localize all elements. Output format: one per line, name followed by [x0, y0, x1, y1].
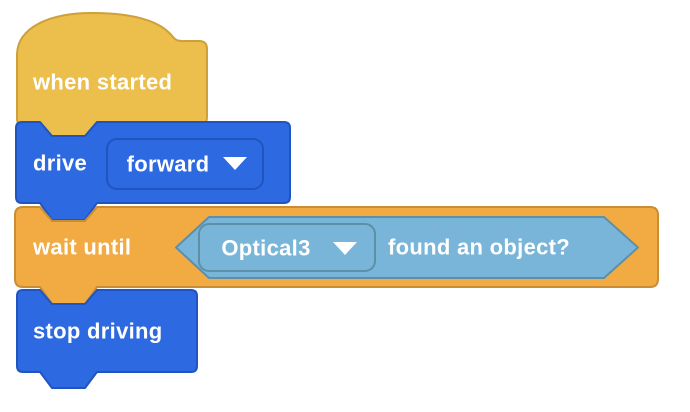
block-stop-driving[interactable]: stop driving: [16, 289, 198, 389]
when-started-label: when started: [32, 70, 172, 95]
sensor-dropdown-value: Optical3: [221, 236, 310, 261]
dropdown-arrow-icon[interactable]: [333, 242, 357, 255]
drive-direction-dropdown-field[interactable]: [106, 138, 264, 190]
sensor-dropdown[interactable]: Optical3: [198, 223, 376, 272]
block-when-started[interactable]: when started: [16, 12, 208, 142]
condition-found-an-object[interactable]: Optical3 found an object?: [175, 216, 639, 279]
dropdown-arrow-icon[interactable]: [223, 157, 247, 170]
stop-driving-label: stop driving: [33, 319, 163, 344]
wait-until-label: wait until: [32, 235, 131, 260]
stop-driving-shape[interactable]: [16, 289, 198, 389]
drive-direction-dropdown[interactable]: forward: [106, 138, 264, 190]
sensor-dropdown-field[interactable]: [198, 223, 376, 272]
condition-label: found an object?: [388, 235, 570, 260]
drive-direction-dropdown-value: forward: [127, 152, 210, 177]
block-drive[interactable]: drive forward: [15, 121, 291, 221]
drive-label: drive: [33, 151, 87, 176]
block-wait-until[interactable]: wait until Optical3 found an object?: [14, 206, 659, 305]
